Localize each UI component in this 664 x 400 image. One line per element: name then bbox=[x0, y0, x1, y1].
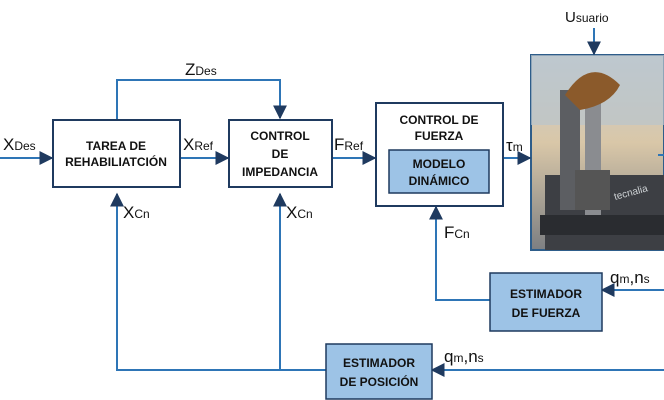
label-x-cn-1: XCn bbox=[123, 203, 150, 222]
block-est-posicion-line2: DE POSICIÓN bbox=[340, 374, 419, 389]
block-est-posicion-line1: ESTIMADOR bbox=[343, 356, 415, 370]
block-fuerza-line1: CONTROL DE bbox=[399, 113, 478, 127]
block-fuerza-line2: FUERZA bbox=[415, 129, 464, 143]
block-tarea-line2: REHABILIATCIÓN bbox=[65, 154, 167, 169]
block-fuerza: CONTROL DE FUERZA MODELO DINÁMICO bbox=[375, 102, 504, 207]
block-tarea: TAREA DE REHABILIATCIÓN bbox=[52, 119, 181, 188]
block-impedancia-line2: DE bbox=[272, 147, 289, 161]
block-tarea-line1: TAREA DE bbox=[86, 139, 146, 153]
block-modelo-line1: MODELO bbox=[413, 157, 466, 171]
label-x-cn-2: XCn bbox=[286, 203, 313, 222]
block-impedancia: CONTROL DE IMPEDANCIA bbox=[228, 119, 333, 188]
label-f-ref: FRef bbox=[334, 135, 364, 154]
label-f-cn: FCn bbox=[444, 223, 470, 242]
block-impedancia-line1: CONTROL bbox=[250, 129, 309, 143]
robot-photo: tecnalia bbox=[530, 54, 664, 251]
label-z-des: ZDes bbox=[185, 60, 217, 79]
label-x-ref: XRef bbox=[183, 135, 214, 154]
label-qm-ns-2: qm,ns bbox=[444, 347, 484, 366]
label-tau-m: τm bbox=[506, 136, 523, 155]
label-qm-ns-1: qm,ns bbox=[610, 268, 650, 287]
signal-lines bbox=[0, 28, 664, 377]
label-x-des: XDes bbox=[3, 135, 36, 154]
block-est-fuerza-line1: ESTIMADOR bbox=[510, 287, 582, 301]
block-est-fuerza-line2: DE FUERZA bbox=[512, 306, 581, 320]
label-usuario: Usuario bbox=[565, 9, 609, 26]
block-impedancia-line3: IMPEDANCIA bbox=[242, 165, 318, 179]
block-est-posicion: ESTIMADOR DE POSICIÓN bbox=[325, 343, 433, 400]
block-modelo: MODELO DINÁMICO bbox=[388, 149, 490, 194]
block-est-fuerza: ESTIMADOR DE FUERZA bbox=[489, 272, 603, 332]
block-modelo-line2: DINÁMICO bbox=[409, 173, 470, 188]
